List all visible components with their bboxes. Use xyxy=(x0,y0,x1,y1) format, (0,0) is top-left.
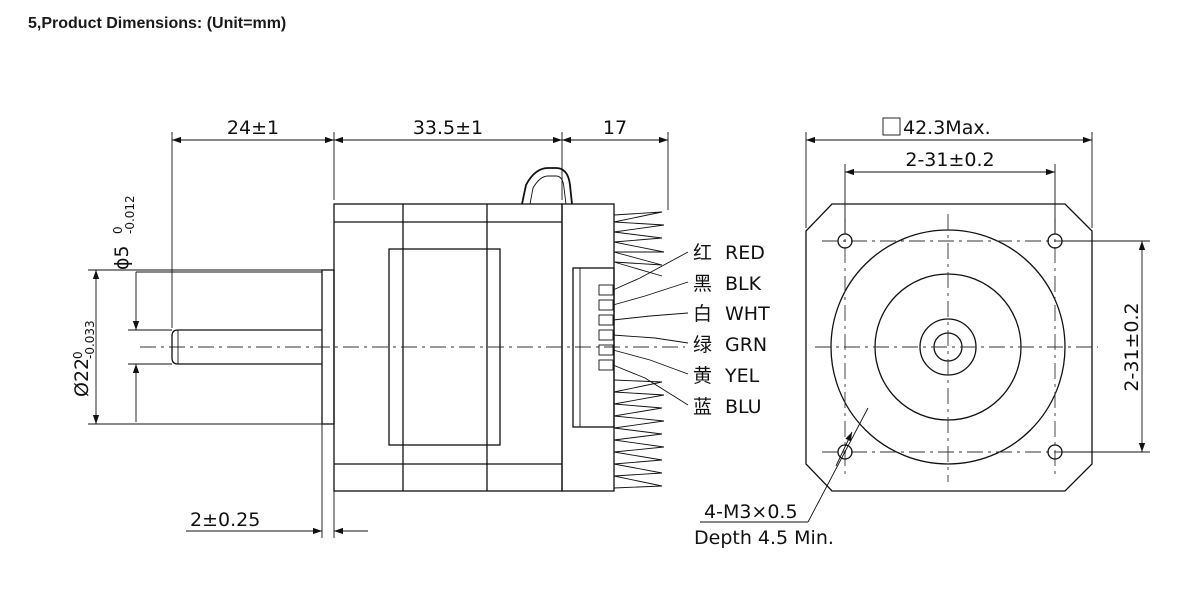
thread-callout: 4-M3×0.5 Depth 4.5 Min. xyxy=(694,407,869,549)
shaft-diameter-dimension: ϕ5 0 -0.012 xyxy=(111,195,322,422)
pilot-thickness-dimension: 2±0.25 xyxy=(186,424,368,538)
wire-cn-yel: 黄 xyxy=(693,365,712,387)
mount-hole-bl xyxy=(837,444,853,460)
driver-housing xyxy=(561,203,615,492)
dim-pilot-thickness: 2±0.25 xyxy=(190,509,260,531)
wire-cn-blu: 蓝 xyxy=(693,396,712,418)
wire-en-blk: BLK xyxy=(725,273,762,295)
flange-width-dimension: 42.3Max. xyxy=(805,117,1093,228)
dim-hole-spacing-h: 2-31±0.2 xyxy=(905,149,994,171)
dim-flange-max: 42.3Max. xyxy=(903,117,991,139)
dim-shaft-dia: ϕ5 xyxy=(111,245,133,270)
heatsink-fins-top xyxy=(613,211,665,277)
hole-spacing-v-dimension: 2-31±0.2 xyxy=(1062,240,1150,453)
wire-labels: 红 RED 黑 BLK 白 WHT 绿 GRN 黄 YEL 蓝 BLU xyxy=(693,242,770,418)
dim-shaft-length: 24±1 xyxy=(227,117,279,139)
wire-cn-blk: 黑 xyxy=(693,273,712,295)
flange-outline xyxy=(805,203,1093,492)
page-title: 5,Product Dimensions: (Unit=mm) xyxy=(28,15,287,32)
top-dimensions: 24±1 33.5±1 17 xyxy=(171,117,669,328)
wire-leaders xyxy=(612,251,689,406)
dim-body-length: 33.5±1 xyxy=(413,117,483,139)
wire-en-wht: WHT xyxy=(725,303,770,325)
hole-spacing-h-dimension: 2-31±0.2 xyxy=(844,149,1056,234)
dim-hole-spacing-v: 2-31±0.2 xyxy=(1121,302,1143,391)
wire-cn-wht: 白 xyxy=(693,303,712,325)
front-view: 42.3Max. 2-31±0.2 2-31±0.2 4-M3×0.5 Dept… xyxy=(694,117,1150,549)
dim-shaft-dia-lower: -0.012 xyxy=(123,195,137,234)
dim-depth: Depth 4.5 Min. xyxy=(694,527,834,549)
dim-thread: 4-M3×0.5 xyxy=(704,501,798,523)
wire-en-red: RED xyxy=(725,242,765,264)
dim-shaft-dia-upper: 0 xyxy=(111,226,125,234)
dim-pilot-dia-upper: 0 xyxy=(71,351,85,359)
motor-body xyxy=(333,167,573,492)
shaft xyxy=(171,329,322,365)
heatsink-fins-bottom xyxy=(613,379,665,489)
wire-cn-grn: 绿 xyxy=(693,334,712,356)
dim-driver-length: 17 xyxy=(603,117,627,139)
dim-pilot-dia-lower: -0.033 xyxy=(83,320,97,359)
side-view: 红 RED 黑 BLK 白 WHT 绿 GRN 黄 YEL 蓝 BLU 24±1… xyxy=(71,117,770,538)
wire-en-yel: YEL xyxy=(724,365,760,387)
square-symbol-icon xyxy=(882,117,901,136)
pilot-diameter-dimension: Ø22 0 -0.033 xyxy=(71,269,322,425)
wire-en-blu: BLU xyxy=(725,396,762,418)
wire-en-grn: GRN xyxy=(725,334,767,356)
wire-cn-red: 红 xyxy=(693,242,712,264)
dim-pilot-dia: Ø22 xyxy=(71,358,93,397)
